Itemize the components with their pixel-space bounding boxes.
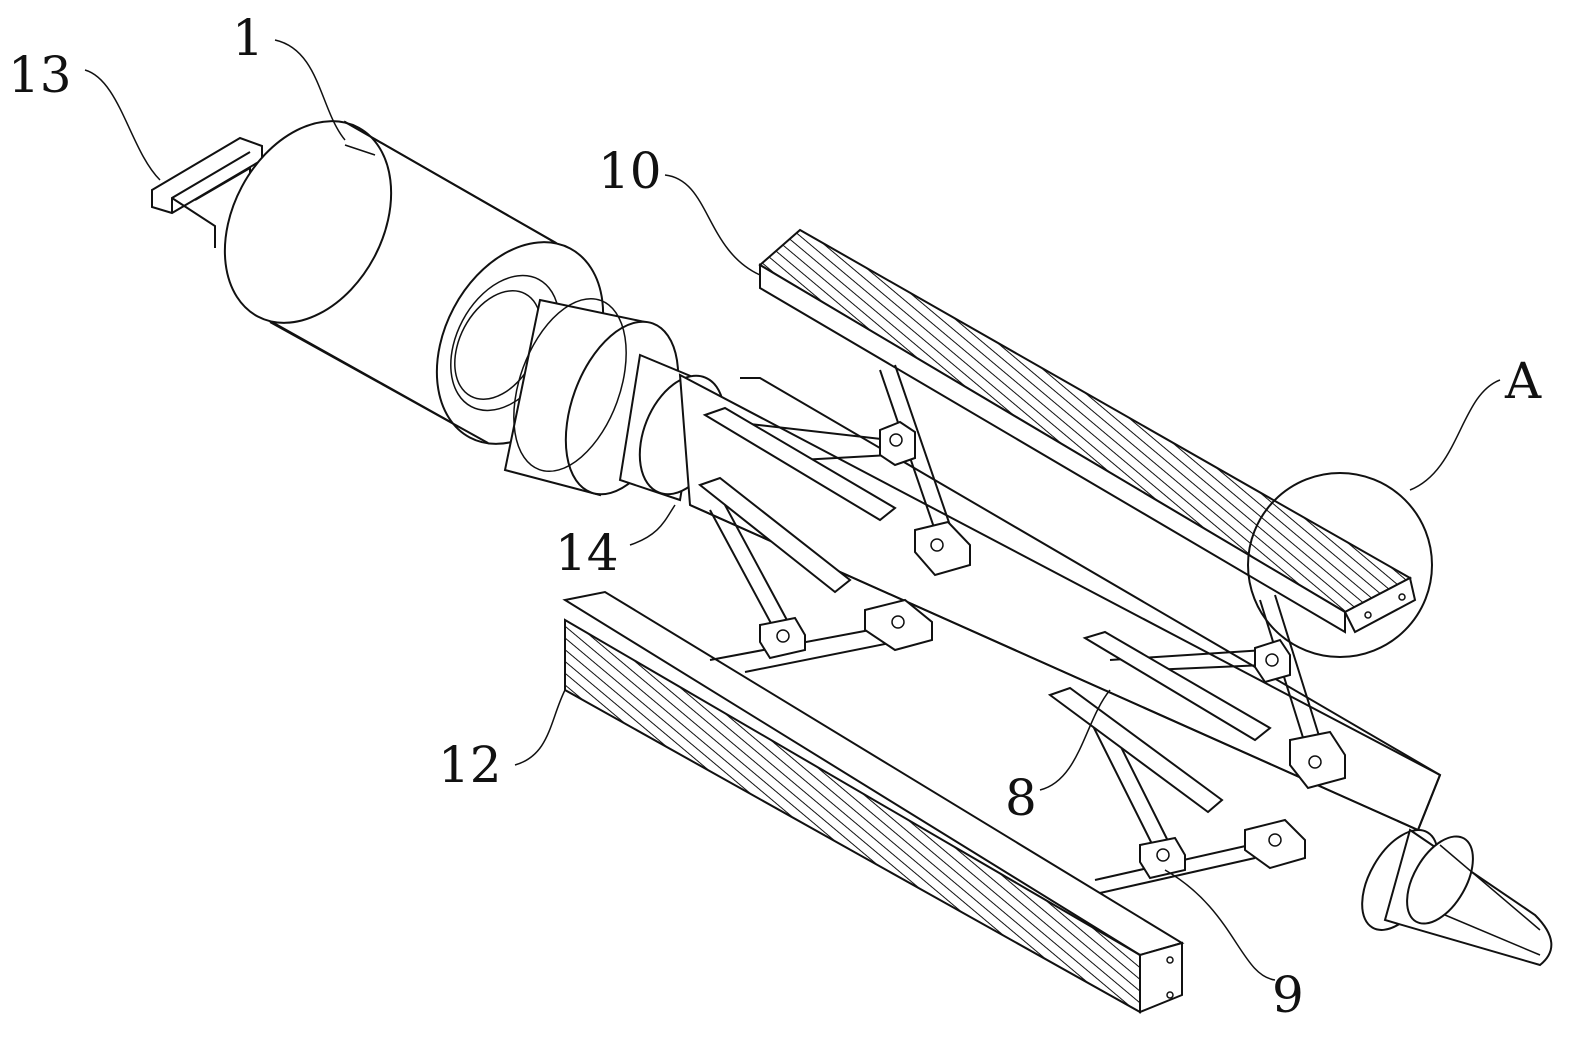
- upper-rail: [758, 228, 1417, 634]
- callout-12: 12: [438, 736, 502, 794]
- brackets: [759, 420, 1346, 880]
- leader-lines: [84, 39, 1501, 981]
- main-housing: [223, 120, 605, 445]
- callout-10: 10: [598, 142, 662, 200]
- callout-1: 1: [232, 9, 264, 67]
- cone-tip: [1361, 828, 1553, 967]
- callout-9: 9: [1272, 966, 1304, 1024]
- callout-13: 13: [8, 46, 72, 104]
- callout-14: 14: [555, 524, 619, 582]
- detail-circle-a: [1247, 472, 1433, 658]
- callout-8: 8: [1005, 769, 1037, 827]
- handle: [151, 136, 263, 248]
- lower-rail: [562, 590, 1185, 1014]
- callout-a: A: [1504, 352, 1542, 410]
